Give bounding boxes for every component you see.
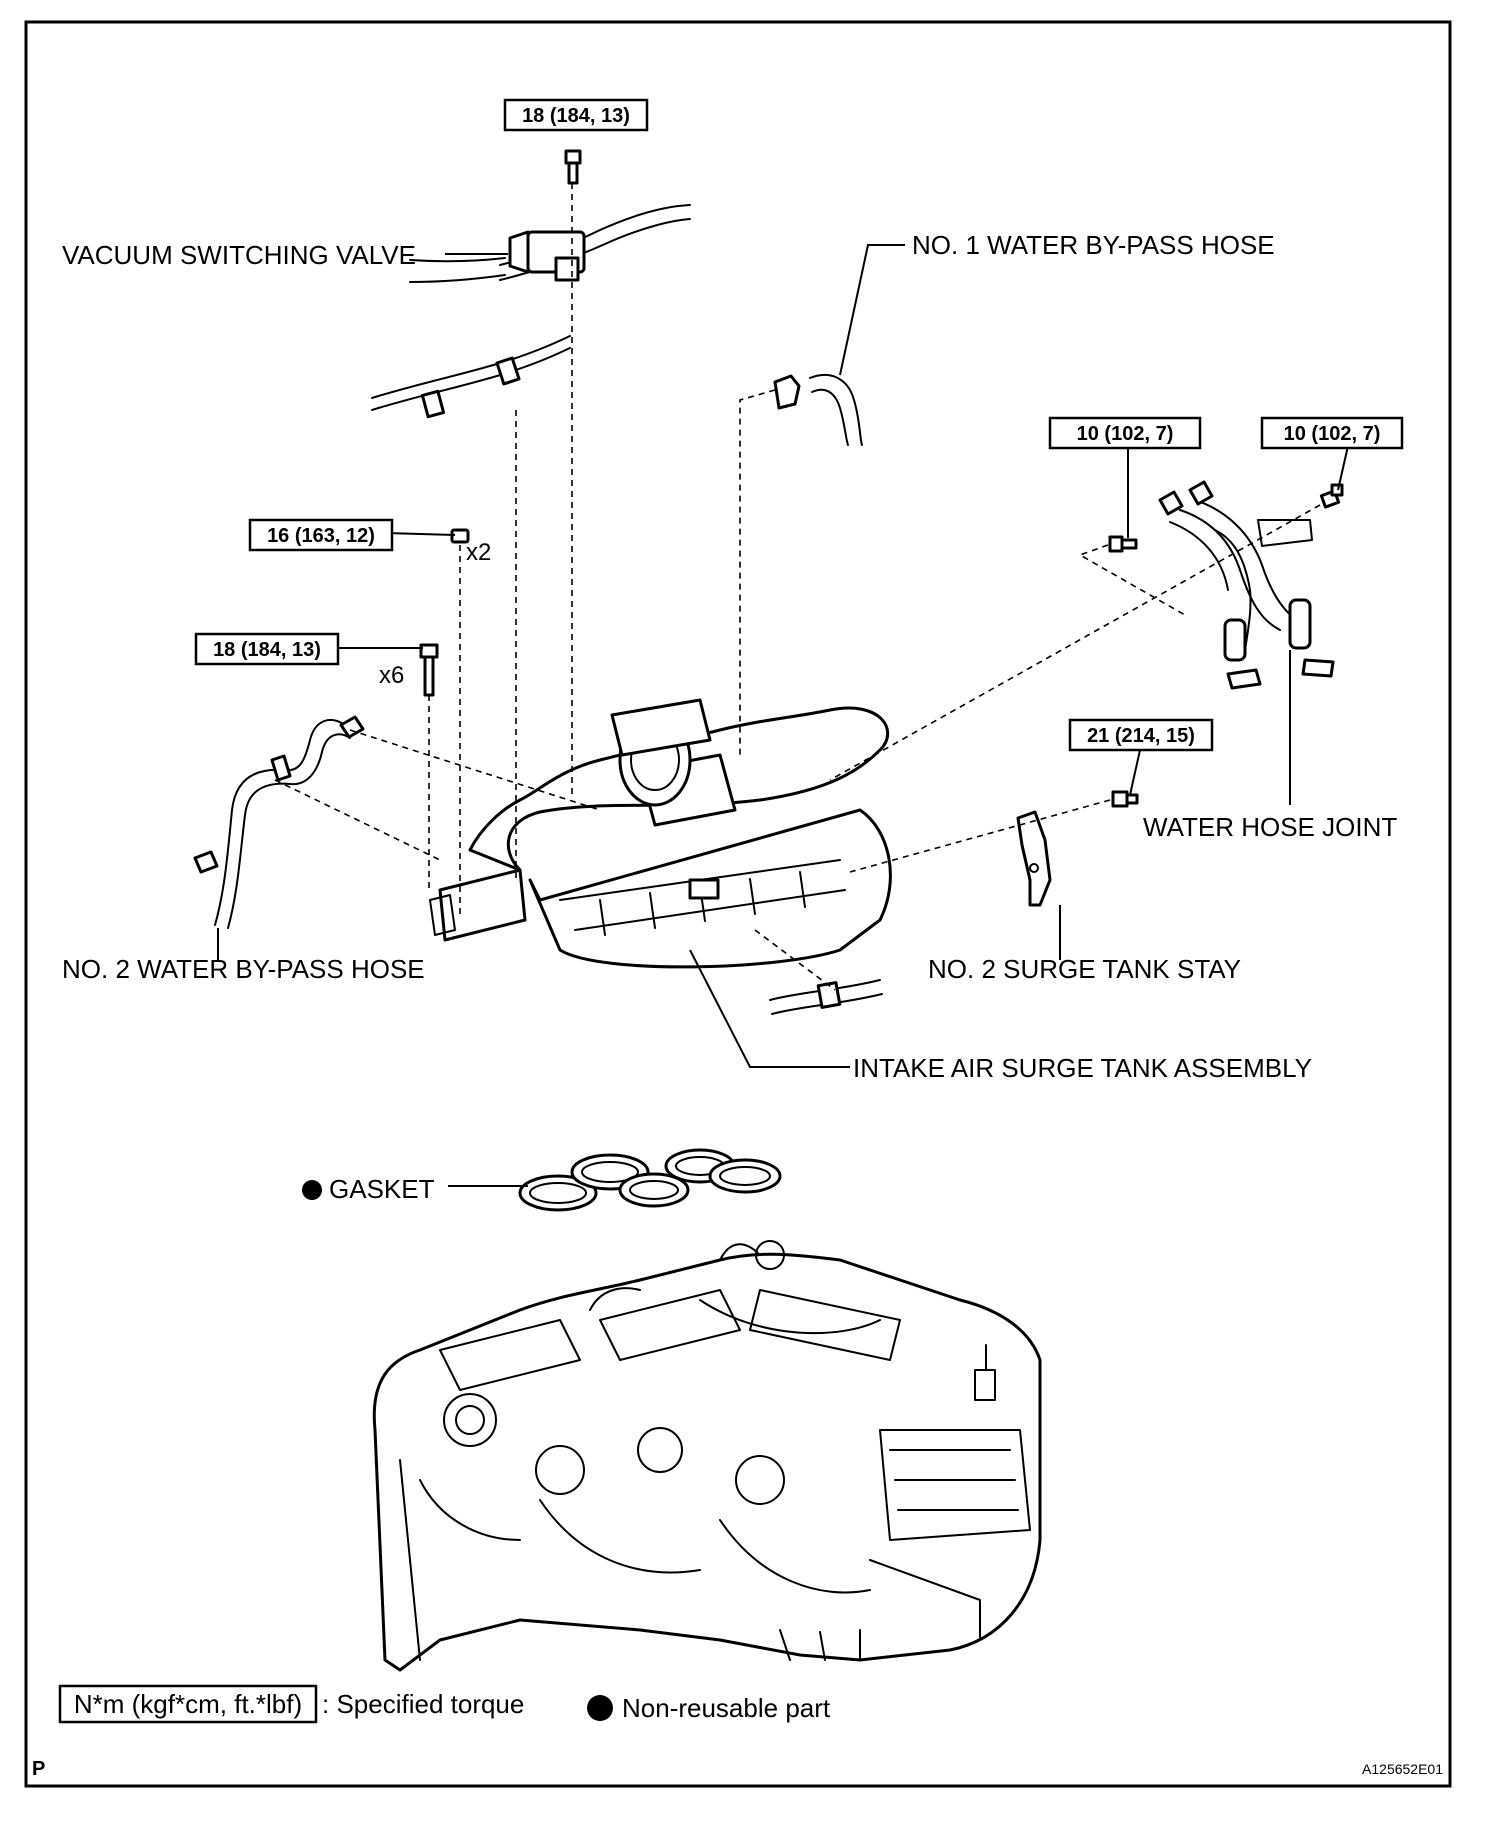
nut-x2 xyxy=(450,528,470,544)
svg-text:10 (102, 7): 10 (102, 7) xyxy=(1077,423,1174,445)
stay-bolt xyxy=(1111,790,1139,808)
no1-water-bypass-hose-part xyxy=(773,374,863,446)
label-vacuum-switching-valve: VACUUM SWITCHING VALVE xyxy=(62,240,416,270)
legend-non-reusable-part: Non-reusable part xyxy=(587,1693,831,1723)
diagram-frame xyxy=(24,20,1452,1788)
lower-hose xyxy=(769,979,883,1015)
legend-torque-text: : Specified torque xyxy=(322,1689,524,1719)
engine-block xyxy=(372,1240,1042,1672)
vacuum-switching-valve-part xyxy=(409,204,691,283)
legend-torque-units: N*m (kgf*cm, ft.*lbf) xyxy=(74,1689,302,1719)
intake-air-surge-tank-part xyxy=(429,698,892,969)
vacuum-hose xyxy=(371,335,571,419)
label-no2-surge-tank-stay: NO. 2 SURGE TANK STAY xyxy=(928,954,1241,984)
torque-box-nut: 16 (163, 12) xyxy=(248,518,394,552)
vsv-bolt xyxy=(564,149,582,185)
joint-left-bolt xyxy=(1108,535,1138,553)
legend-specified-torque: N*m (kgf*cm, ft.*lbf) : Specified torque xyxy=(58,1684,524,1724)
svg-text:18 (184, 13): 18 (184, 13) xyxy=(522,105,630,127)
legend-nonreusable-text: Non-reusable part xyxy=(622,1693,831,1723)
water-hose-joint-part xyxy=(1158,480,1335,690)
torque-box-bolt-x6: 18 (184, 13) xyxy=(194,632,340,666)
nut-quantity: x2 xyxy=(466,539,491,566)
torque-box-joint-right-bolt: 10 (102, 7) xyxy=(1260,416,1404,450)
svg-text:10 (102, 7): 10 (102, 7) xyxy=(1284,423,1381,445)
torque-box-vsv-bolt: 18 (184, 13) xyxy=(503,98,649,132)
bolt-x6 xyxy=(419,643,439,697)
bolt-quantity: x6 xyxy=(379,662,404,689)
figure-id: A125652E01 xyxy=(1362,1761,1443,1777)
svg-text:18 (184, 13): 18 (184, 13) xyxy=(213,639,321,661)
non-reusable-mark-gasket xyxy=(302,1180,322,1200)
label-no1-water-bypass-hose: NO. 1 WATER BY-PASS HOSE xyxy=(912,230,1275,260)
label-gasket: GASKET xyxy=(329,1174,435,1204)
torque-box-joint-left-bolt: 10 (102, 7) xyxy=(1048,416,1202,450)
svg-text:16 (163, 12): 16 (163, 12) xyxy=(267,525,375,547)
non-reusable-mark-legend xyxy=(587,1695,613,1721)
label-intake-air-surge-tank-assembly: INTAKE AIR SURGE TANK ASSEMBLY xyxy=(853,1053,1312,1083)
gasket-part xyxy=(302,1148,782,1212)
svg-text:21 (214, 15): 21 (214, 15) xyxy=(1087,725,1195,747)
corner-letter: P xyxy=(32,1758,45,1780)
torque-box-stay-bolt: 21 (214, 15) xyxy=(1068,718,1214,752)
no2-water-bypass-hose-part xyxy=(193,715,365,929)
label-no2-water-bypass-hose: NO. 2 WATER BY-PASS HOSE xyxy=(62,954,425,984)
no2-surge-tank-stay-part xyxy=(1016,810,1052,907)
label-water-hose-joint: WATER HOSE JOINT xyxy=(1143,812,1397,842)
joint-right-bolt xyxy=(1319,483,1344,509)
